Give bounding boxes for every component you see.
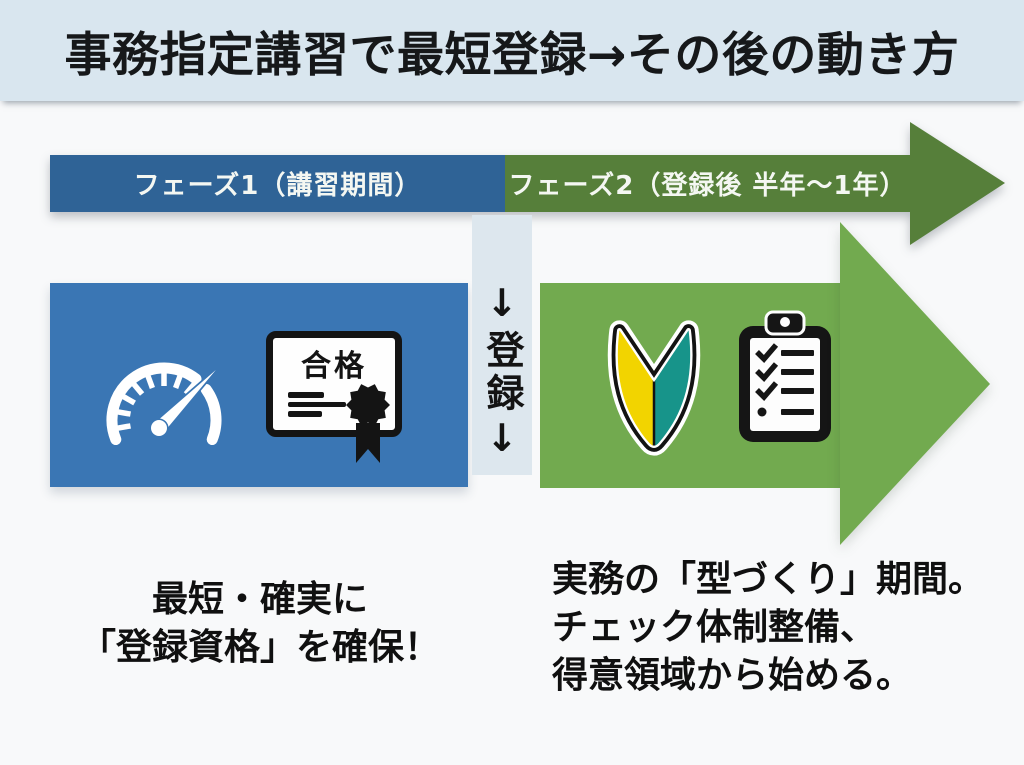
phase2-note-line: 得意領域から始める。 [552,655,913,697]
phase1-label: フェーズ1（講習期間） [133,171,422,201]
title-band: 事務指定講習で最短登録→その後の動き方 [0,0,1024,101]
certificate-icon: 合格 [266,331,402,463]
phase1-note-line: 「登録資格」を確保！ [79,626,440,668]
phase1-box: 合格 [50,283,468,487]
certificate-text-lines [288,392,346,421]
award-seal-icon [346,384,390,463]
phase1-timeline-segment: フェーズ1（講習期間） [50,155,505,212]
speedometer-icon [106,362,222,445]
phase2-note: 実務の「型づくり」期間。 チェック体制整備、 得意領域から始める。 [552,556,1022,701]
phase2-arrow [540,283,840,488]
registration-connector: ↓登録↓ [472,215,532,475]
phase1-note-line: 最短・確実に [151,579,368,620]
right-arrowhead-icon [840,222,990,545]
page-title: 事務指定講習で最短登録→その後の動き方 [64,28,960,83]
phase1-note: 最短・確実に 「登録資格」を確保！ [48,576,472,672]
phase2-label: フェーズ2（登録後 半年～1年） [508,171,907,201]
beginner-mark-icon [607,320,701,456]
certificate-pass-label: 合格 [301,349,367,384]
phase2-note-line: チェック体制整備、 [552,607,877,649]
registration-label: ↓登録↓ [480,281,524,465]
phase2-timeline-segment: フェーズ2（登録後 半年～1年） [505,155,910,212]
checklist-clipboard-icon [739,310,831,442]
phase2-note-line: 実務の「型づくり」期間。 [552,559,985,600]
timeline-bar: フェーズ1（講習期間） フェーズ2（登録後 半年～1年） [50,122,1005,245]
